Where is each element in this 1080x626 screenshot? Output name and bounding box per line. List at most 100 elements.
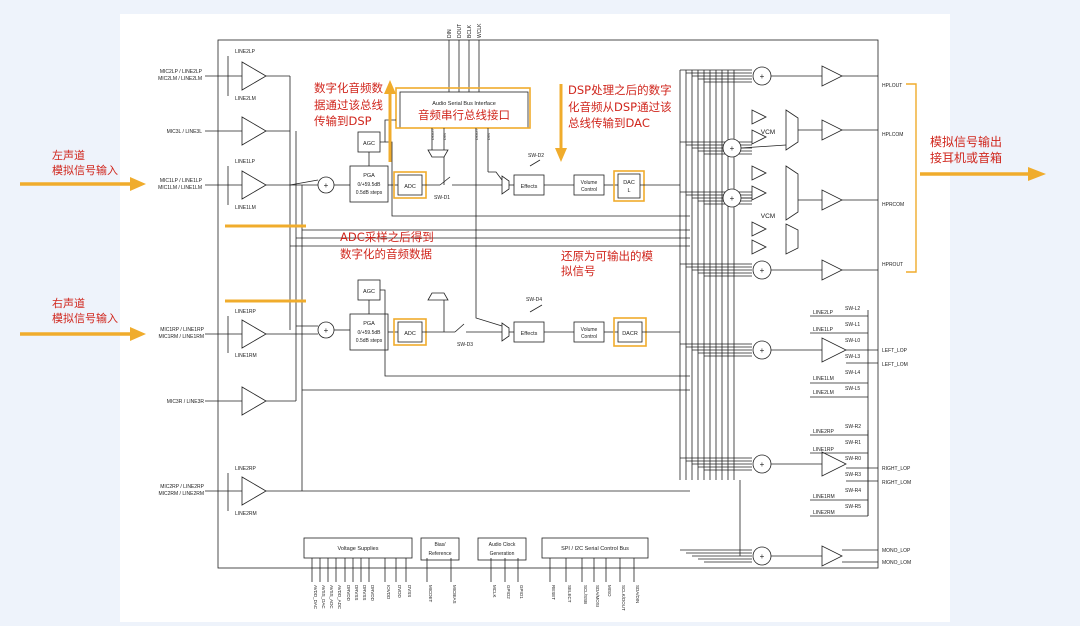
svg-text:+: + — [730, 194, 735, 203]
svg-text:SW-D2: SW-D2 — [528, 153, 544, 159]
svg-text:HPLCOM: HPLCOM — [882, 132, 903, 138]
audio-serial-bus-label: Audio Serial Bus Interface — [432, 101, 496, 107]
output-routing-bus — [679, 69, 752, 563]
bus-pins: DOUT DIN DOUT DIN — [427, 128, 491, 301]
output-switch-labels: LINE2LP LINE1LP LINE1LM LINE2LM SW-L2 SW… — [810, 306, 869, 517]
bottom-pin-label: GPIO1 — [519, 585, 524, 599]
svg-text:Reference: Reference — [428, 551, 451, 557]
svg-text:LINE2LP: LINE2LP — [235, 49, 256, 55]
svg-text:Volume: Volume — [581, 327, 598, 333]
bottom-pin-label: MISO — [607, 585, 612, 597]
bottom-pin-label: SCL/SSB — [583, 585, 588, 604]
svg-text:化音频从DSP通过该: 化音频从DSP通过该 — [568, 100, 672, 114]
svg-text:ADC: ADC — [404, 331, 416, 337]
svg-text:+: + — [760, 266, 765, 275]
svg-text:Control: Control — [581, 334, 597, 340]
svg-text:MONO_LOM: MONO_LOM — [882, 560, 911, 566]
svg-text:HPRCOM: HPRCOM — [882, 202, 904, 208]
svg-text:SW-R5: SW-R5 — [845, 504, 861, 510]
bottom-pin-label: DRVSS — [354, 585, 359, 600]
svg-text:SW-D1: SW-D1 — [434, 195, 450, 201]
svg-text:数字化音频数: 数字化音频数 — [314, 81, 383, 95]
svg-text:ADC采样之后得到: ADC采样之后得到 — [340, 230, 434, 244]
svg-text:DOUT: DOUT — [430, 128, 435, 140]
svg-text:SW-R0: SW-R0 — [845, 456, 861, 462]
svg-text:数字化的音频数据: 数字化的音频数据 — [340, 247, 432, 261]
svg-text:DOUT: DOUT — [474, 128, 479, 140]
bottom-pin-label: SCLK/DOUT — [621, 585, 626, 611]
svg-text:LINE2LP: LINE2LP — [813, 310, 834, 316]
svg-text:MIC1LM / LINE1LM: MIC1LM / LINE1LM — [158, 185, 202, 191]
bottom-pin-label: DRVDD — [346, 585, 351, 602]
svg-text:+: + — [760, 552, 765, 561]
svg-text:LINE1LP: LINE1LP — [813, 327, 834, 333]
svg-text:+: + — [760, 72, 765, 81]
svg-text:MIC3R / LINE3R: MIC3R / LINE3R — [167, 399, 205, 405]
bottom-blocks: Voltage Supplies Bias/ Reference Audio C… — [303, 537, 649, 561]
svg-text:+: + — [730, 144, 735, 153]
svg-text:LINE1RP: LINE1RP — [813, 447, 835, 453]
output-note-subtitle: 接耳机或音箱 — [930, 150, 1002, 165]
svg-text:LINE2RM: LINE2RM — [813, 510, 835, 516]
svg-text:SW-R1: SW-R1 — [845, 440, 861, 446]
bottom-pin-label: DRVDD — [370, 585, 375, 602]
svg-text:MIC2RM / LINE2RM: MIC2RM / LINE2RM — [158, 491, 204, 497]
pin-wclk: WCLK — [477, 23, 483, 38]
bottom-pin-label: SDA/DIN — [635, 585, 640, 603]
svg-text:DSP处理之后的数字: DSP处理之后的数字 — [568, 83, 672, 97]
bus-highlight — [395, 87, 531, 129]
pin-dout: DOUT — [457, 24, 463, 38]
svg-text:SW-R3: SW-R3 — [845, 472, 861, 478]
svg-text:0/+59.5dB: 0/+59.5dB — [358, 182, 382, 188]
svg-text:LINE2RP: LINE2RP — [235, 466, 257, 472]
bottom-pin-label: MICBIAS — [452, 585, 457, 604]
svg-text:DIN: DIN — [442, 133, 447, 140]
svg-text:+: + — [760, 346, 765, 355]
svg-text:LINE1RM: LINE1RM — [235, 353, 257, 359]
bottom-pin-label: AVSS_ADC — [329, 585, 334, 609]
svg-text:RIGHT_LOP: RIGHT_LOP — [882, 466, 911, 472]
svg-text:AGC: AGC — [363, 289, 375, 295]
svg-text:Voltage Supplies: Voltage Supplies — [338, 546, 379, 552]
bottom-pin-label: DRVSS — [362, 585, 367, 600]
svg-text:据通过该总线: 据通过该总线 — [314, 98, 383, 112]
left-channel-title: 左声道 — [52, 148, 85, 162]
svg-text:LEFT_LOP: LEFT_LOP — [882, 348, 908, 354]
svg-text:MIC1RM / LINE1RM: MIC1RM / LINE1RM — [158, 334, 204, 340]
svg-text:LINE1RM: LINE1RM — [813, 494, 835, 500]
svg-text:LINE1LM: LINE1LM — [235, 205, 256, 211]
left-channel-chain: + PGA 0/+59.5dB 0.5dB steps AGC ADC SW-D… — [317, 119, 680, 203]
svg-text:LINE2LM: LINE2LM — [813, 390, 834, 396]
svg-text:AGC: AGC — [363, 141, 375, 147]
bottom-pin-label: MICDET — [428, 585, 433, 602]
diagram-panel — [120, 14, 950, 622]
svg-text:HPROUT: HPROUT — [882, 262, 903, 268]
svg-text:0/+59.5dB: 0/+59.5dB — [358, 330, 382, 336]
output-pin-labels: HPLOUT HPLCOM HPRCOM HPROUT LEFT_LOP LEF… — [882, 83, 911, 566]
svg-text:传输到DSP: 传输到DSP — [314, 114, 372, 128]
svg-text:Control: Control — [581, 187, 597, 193]
bottom-pin-label: AVDD_ADC — [337, 585, 342, 610]
svg-text:SW-R4: SW-R4 — [845, 488, 861, 494]
bottom-pin-label: DVDD — [397, 585, 402, 599]
svg-text:SPI / I2C Serial Control Bus: SPI / I2C Serial Control Bus — [561, 546, 629, 552]
left-input-amplifiers — [205, 56, 690, 511]
svg-text:DAC: DAC — [623, 180, 635, 186]
svg-text:0.5dB steps: 0.5dB steps — [356, 190, 383, 196]
svg-text:HPLOUT: HPLOUT — [882, 83, 902, 89]
svg-text:VCM: VCM — [761, 213, 775, 220]
svg-text:LINE2RP: LINE2RP — [813, 429, 835, 435]
svg-text:SW-D4: SW-D4 — [526, 297, 542, 303]
input-labels: LINE2LP LINE2LM MIC2LP / LINE2LP MIC2LM … — [158, 49, 257, 517]
svg-text:LINE2LM: LINE2LM — [235, 96, 256, 102]
svg-text:MIC3L / LINE3L: MIC3L / LINE3L — [167, 129, 203, 135]
svg-text:VCM: VCM — [761, 129, 775, 136]
pin-din: DIN — [447, 29, 453, 38]
svg-text:SW-L5: SW-L5 — [845, 386, 860, 392]
svg-text:Effects: Effects — [521, 184, 538, 190]
bottom-pin-label: AVSS_DAC — [321, 585, 326, 609]
bottom-pin-label: GPIO2 — [506, 585, 511, 599]
routing-lines — [290, 141, 690, 391]
chip-boundary — [217, 39, 879, 569]
